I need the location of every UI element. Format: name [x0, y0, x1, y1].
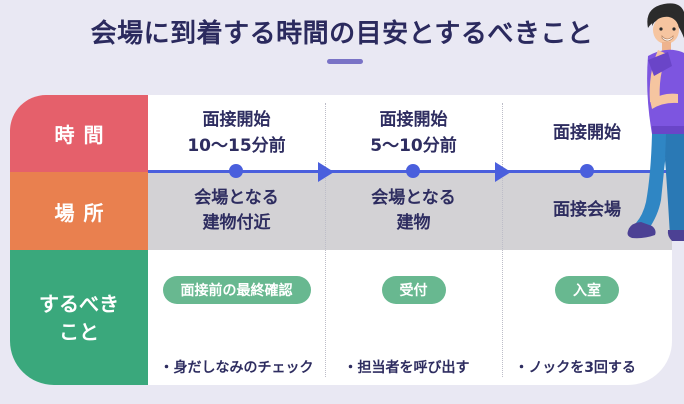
timeline-arrow-icon: [495, 162, 511, 182]
timeline-dot: [406, 164, 420, 178]
timeline-arrow-icon: [318, 162, 334, 182]
todo-list-3: ・ノックを3回する ・30度のお辞儀をして 椅子の横に立つ: [514, 313, 659, 385]
place-cell-3-line1: 面接会場: [553, 200, 621, 221]
todo-list-1: ・身だしなみのチェック ・会場への行き方の確認 ・想定回答の見直し: [160, 313, 314, 385]
todo-item: ・担当者を呼び出す: [343, 360, 470, 377]
row-label-time: 時間: [10, 95, 148, 172]
row-label-place: 場所: [10, 172, 148, 250]
schedule-table: 時間 場所 するべき こと 面接開始 10〜15分前 面接開始 5〜10分前 面…: [10, 95, 672, 385]
todo-badge-3: 入室: [555, 276, 619, 304]
place-cell-2: 会場となる 建物: [325, 172, 502, 250]
time-cell-3-line1: 面接開始: [553, 122, 621, 143]
row-label-todo-line2: こと: [59, 319, 99, 344]
todo-cell-2: 受付 ・担当者を呼び出す ・名前と面接の 開始時刻を申し出る: [325, 250, 502, 385]
place-cell-2-line2: 建物: [396, 213, 431, 233]
place-cell-1-line1: 会場となる: [194, 187, 279, 208]
column-divider: [325, 103, 326, 377]
place-cell-2-line1: 会場となる: [371, 187, 456, 208]
timeline-dot: [229, 164, 243, 178]
time-cell-2: 面接開始 5〜10分前: [325, 95, 502, 172]
thinking-man-illustration: [627, 3, 684, 241]
todo-cell-1: 面接前の最終確認 ・身だしなみのチェック ・会場への行き方の確認 ・想定回答の見…: [148, 250, 325, 385]
page-title: 会場に到着する時間の目安とするべきこと: [90, 19, 594, 49]
todo-item: ・身だしなみのチェック: [159, 360, 314, 377]
time-cell-2-line2: 5〜10分前: [370, 135, 457, 156]
place-cell-1: 会場となる 建物付近: [148, 172, 325, 250]
column-divider: [502, 103, 503, 377]
place-cell-1-line2: 建物付近: [202, 213, 271, 233]
time-cell-2-line1: 面接開始: [379, 110, 448, 130]
time-cell-1-line2: 10〜15分前: [187, 135, 286, 156]
time-cell-1-line1: 面接開始: [202, 110, 271, 130]
time-cell-1: 面接開始 10〜15分前: [148, 95, 325, 172]
todo-badge-1: 面接前の最終確認: [162, 276, 311, 304]
todo-badge-2: 受付: [381, 276, 446, 304]
todo-cell-3: 入室 ・ノックを3回する ・30度のお辞儀をして 椅子の横に立つ: [502, 250, 672, 385]
todo-list-2: ・担当者を呼び出す ・名前と面接の 開始時刻を申し出る: [344, 313, 484, 385]
todo-item: ・ノックを3回する: [514, 360, 636, 377]
time-cell-3: 面接開始: [502, 95, 672, 172]
row-label-todo: するべき こと: [10, 250, 148, 385]
timeline-dot: [580, 164, 594, 178]
title-underline: [327, 59, 363, 64]
place-cell-3: 面接会場: [502, 172, 672, 250]
row-label-todo-line1: するべき: [39, 291, 119, 316]
